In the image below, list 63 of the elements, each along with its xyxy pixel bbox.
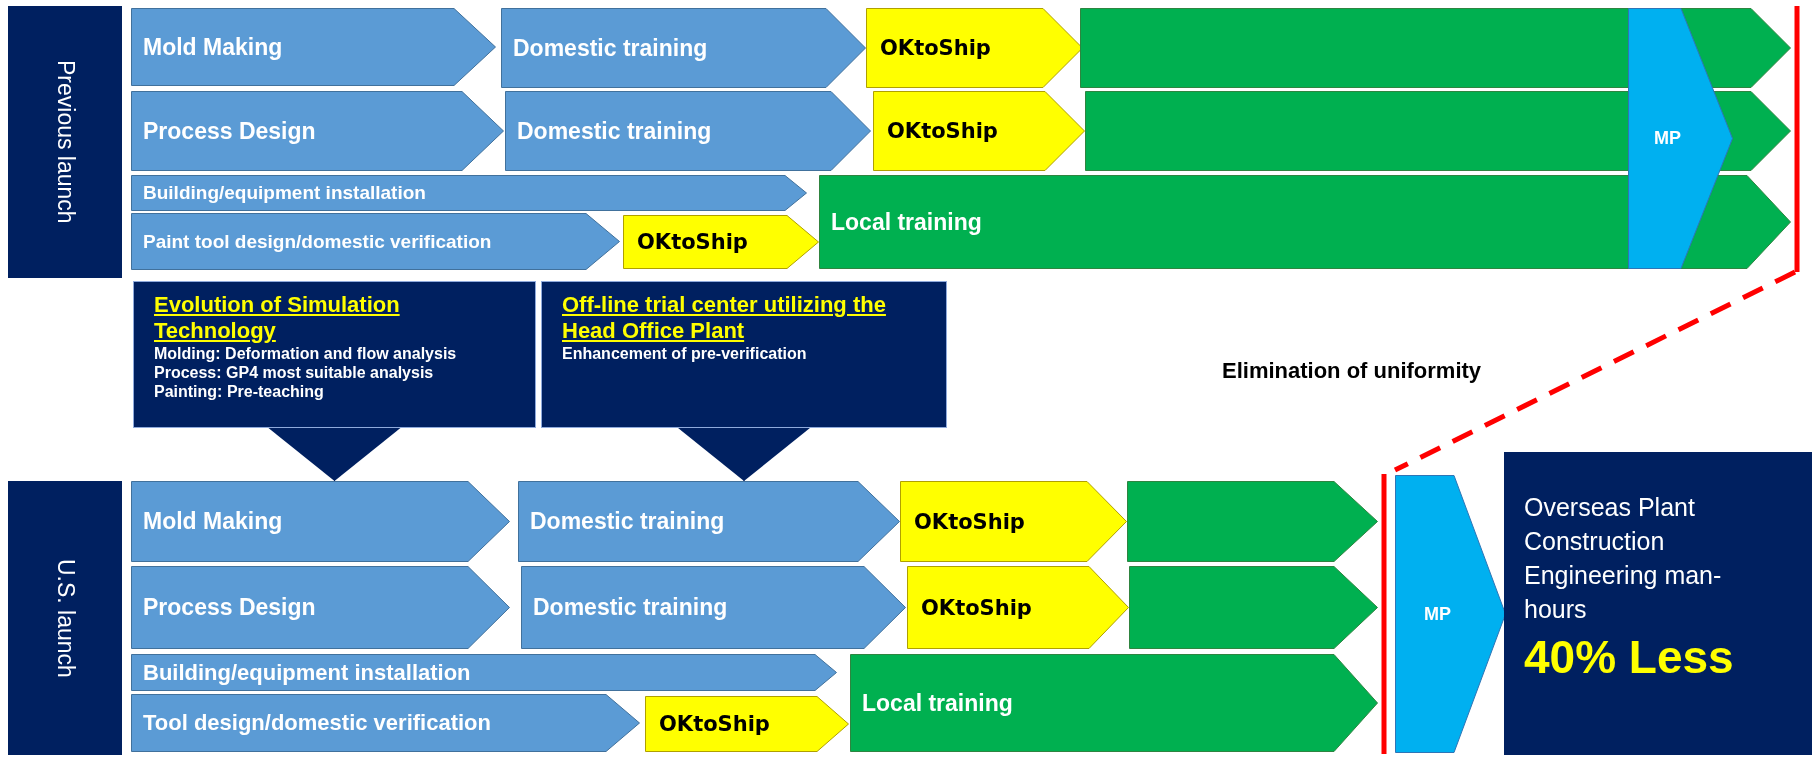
milestone-step	[873, 91, 1085, 171]
process-step	[131, 8, 496, 86]
phase-step	[1127, 481, 1378, 562]
step-label: Tool design/domestic verification	[143, 710, 491, 736]
milestone-label: OKtoShip	[880, 36, 991, 60]
milestone-step	[623, 215, 819, 269]
step-label: Domestic training	[533, 594, 728, 621]
step-label: Building/equipment installation	[143, 659, 471, 686]
step-label: Domestic training	[517, 117, 712, 145]
process-step	[131, 694, 640, 752]
milestone-step	[866, 8, 1083, 88]
process-step	[501, 8, 866, 88]
section-label-panel	[8, 6, 122, 278]
callout-heading: Off-line trial center utilizing the Head Office Plant	[562, 292, 886, 343]
milestone-label: OKtoShip	[637, 230, 748, 254]
process-step	[131, 481, 510, 562]
callout-text: Enhancement of pre-verification	[562, 344, 808, 363]
phase-step	[1129, 566, 1378, 649]
mp-step	[1395, 475, 1506, 753]
milestone-step	[645, 696, 849, 752]
process-step	[131, 654, 837, 691]
section-label-panel	[8, 481, 122, 755]
mp-step	[1628, 8, 1733, 269]
result-value: 40% Less	[1524, 630, 1735, 684]
callout-panel	[541, 281, 947, 428]
milestone-label: OKtoShip	[659, 712, 770, 736]
callout-text: Painting: Pre-teaching	[154, 382, 325, 401]
step-label: Local training	[831, 208, 982, 236]
result-text: Overseas Plant Construction Engineering man-hours	[1524, 492, 1723, 625]
process-step	[131, 175, 807, 211]
milestone-label: OKtoShip	[921, 595, 1032, 620]
step-label: Domestic training	[513, 34, 708, 62]
phase-step	[850, 654, 1378, 752]
process-step	[521, 566, 906, 649]
step-label: Building/equipment installation	[143, 182, 426, 204]
step-label: Local training	[862, 689, 1013, 717]
milestone-label: OKtoShip	[887, 119, 998, 143]
step-label: Paint tool design/domestic verification	[143, 230, 492, 253]
result-panel	[1504, 452, 1812, 755]
step-label: Domestic training	[530, 508, 725, 535]
process-step	[131, 91, 504, 171]
process-step	[131, 213, 620, 270]
step-label: Mold Making	[143, 508, 283, 535]
step-label: Mold Making	[143, 33, 283, 61]
process-step	[518, 481, 900, 562]
step-label: Process Design	[143, 594, 316, 621]
process-step	[505, 91, 871, 171]
callout-panel	[133, 281, 536, 428]
process-step	[131, 566, 510, 649]
step-label: Process Design	[143, 117, 316, 145]
callout-text: Process: GP4 most suitable analysis	[154, 363, 435, 382]
mp-label: MP	[1424, 603, 1451, 625]
phase-step	[1080, 8, 1791, 88]
milestone-step	[900, 481, 1127, 562]
phase-step	[819, 175, 1791, 269]
callout-heading: Evolution of Simulation Technology	[154, 292, 400, 343]
milestone-label: OKtoShip	[914, 509, 1025, 534]
callout-text: Molding: Deformation and flow analysis	[154, 344, 458, 363]
section-title: Previous launch	[51, 60, 79, 224]
mp-label: MP	[1654, 128, 1681, 149]
section-title: U.S. launch	[51, 558, 79, 678]
annotation-text: Elimination of uniformity	[1222, 358, 1482, 384]
milestone-step	[907, 566, 1129, 649]
